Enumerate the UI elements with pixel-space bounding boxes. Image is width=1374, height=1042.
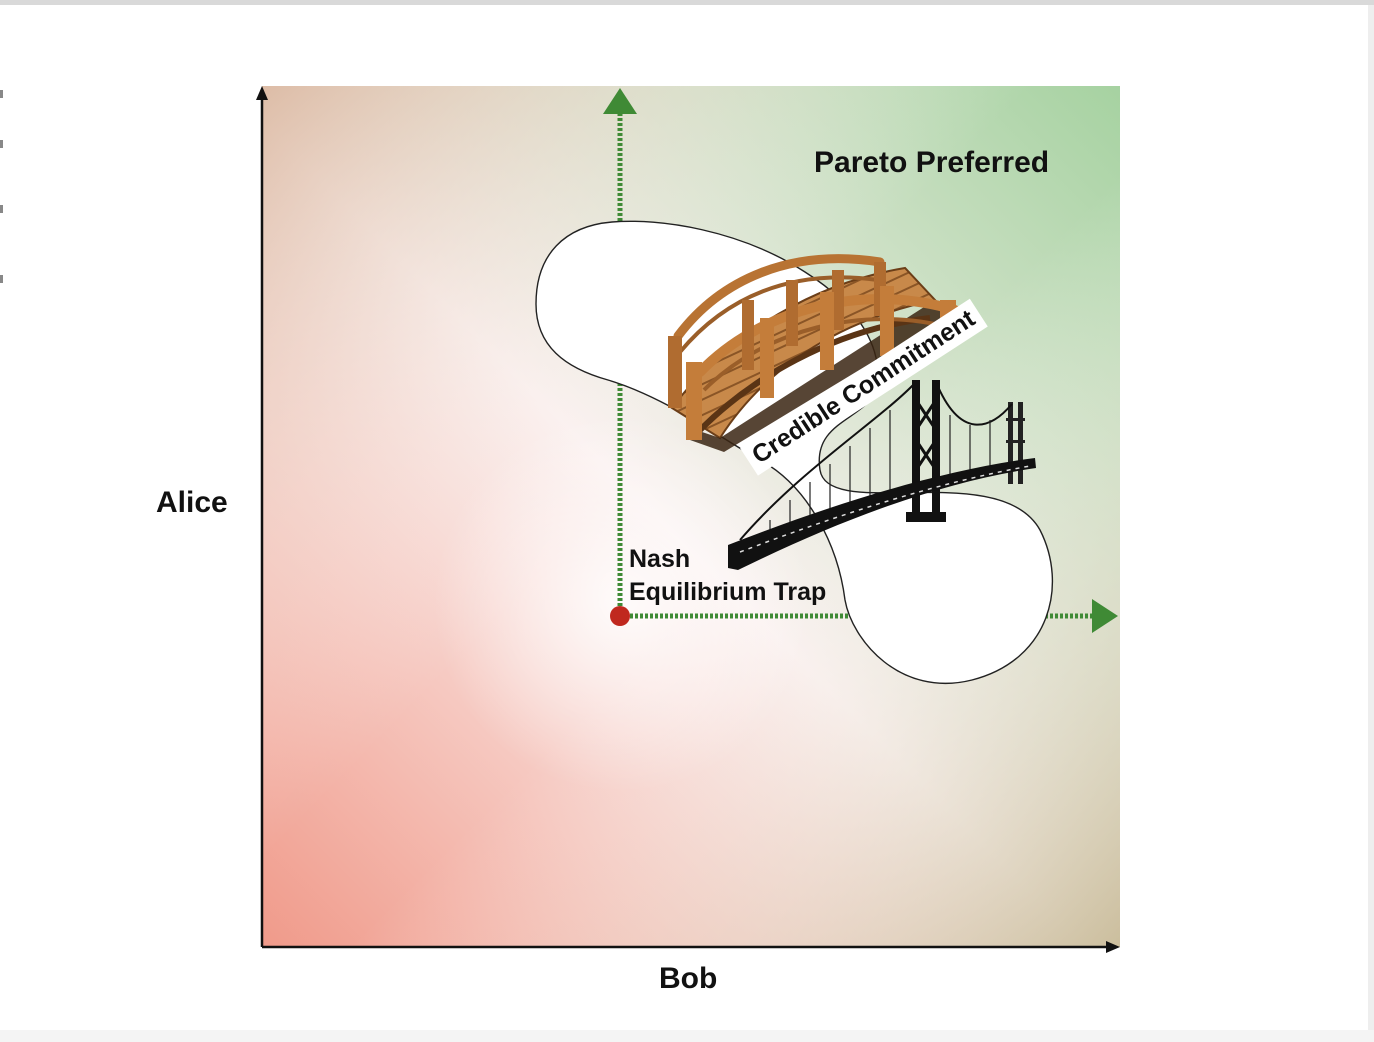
pareto-preferred-label: Pareto Preferred [814, 146, 1050, 179]
wooden-footbridge-icon [668, 254, 960, 452]
bob-axis-arrowhead [1106, 941, 1120, 953]
window-right-border [1368, 5, 1374, 1042]
bob-axis-label: Bob [659, 962, 718, 995]
pareto-arrow-up-head [603, 88, 637, 114]
nash-label-line2: Equilibrium Trap [629, 578, 827, 606]
axes [256, 86, 1120, 953]
nash-equilibrium-label: Nash Equilibrium Trap [629, 543, 826, 609]
nash-equilibrium-point [610, 606, 630, 626]
pareto-arrow-right-head [1092, 599, 1118, 633]
suspension-bridge-icon [728, 380, 1036, 570]
window-top-border [0, 0, 1374, 5]
nash-label-line1: Nash [629, 545, 691, 573]
window-bottom-band [0, 1030, 1374, 1042]
alice-axis-arrowhead [256, 86, 268, 100]
alice-axis-label: Alice [156, 486, 228, 519]
